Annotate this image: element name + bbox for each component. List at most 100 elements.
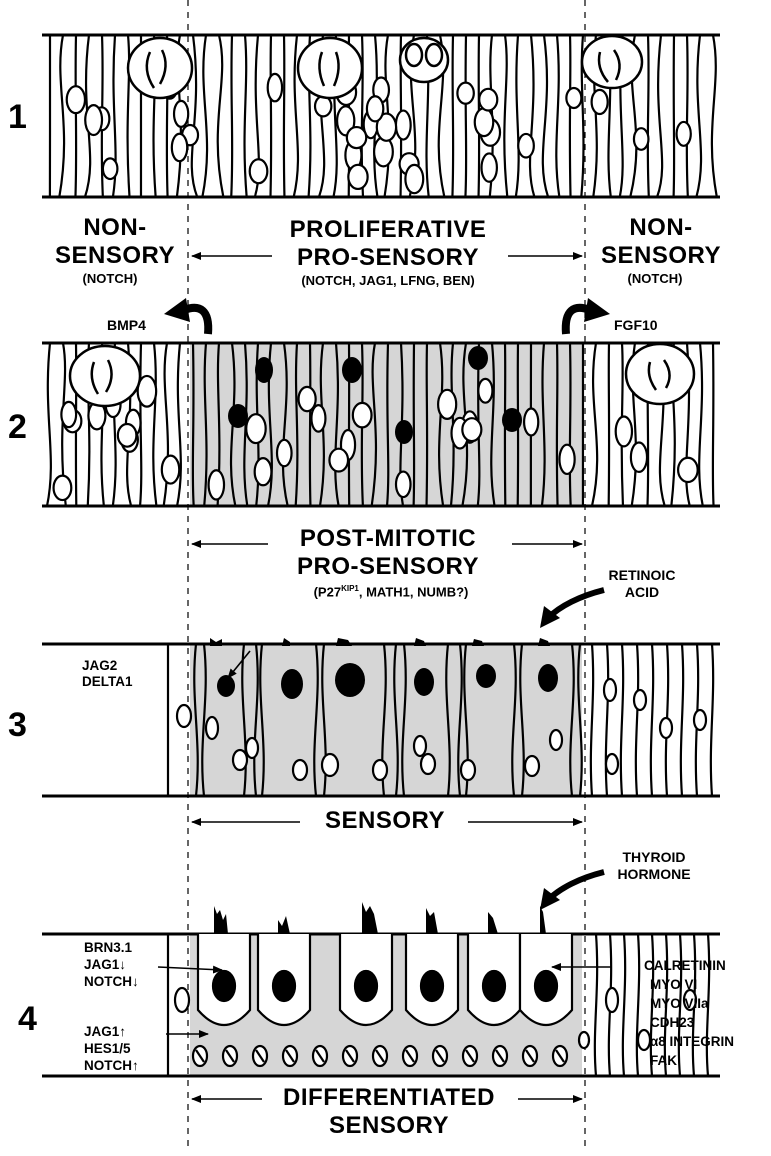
cell-wall [192,35,197,197]
cell-wall [465,35,466,197]
nucleus [479,89,497,111]
nucleus [61,402,76,427]
retinoic-line2: ACID [602,585,682,599]
hair-cell-nucleus [273,971,295,1001]
nucleus [162,456,179,484]
post-mitotic-line1: POST-MITOTIC [270,527,506,551]
cell-wall [621,644,623,796]
nucleus [85,105,102,135]
nucleus [118,424,137,447]
stage-4-epithelium [42,902,720,1076]
right4-item-3: CDH23 [650,1015,694,1031]
cell-wall [699,343,703,506]
cell-wall [296,343,298,506]
cell-wall [648,35,649,197]
nucleus [678,458,698,482]
nucleus [374,137,393,166]
nucleus [329,449,348,472]
cell-wall [387,343,388,506]
cell-wall [557,343,558,506]
right4-item-4: α8 INTEGRIN [650,1034,734,1050]
nucleus [606,754,618,774]
nucleus [524,409,538,436]
fgf10-arrow [566,298,610,334]
left4b-item-0: JAG1↑ [84,1024,126,1040]
nucleus [604,679,616,701]
cell-wall [427,343,428,506]
post-mitotic-sub: (P27KIP1, MATH1, NUMB?) [266,585,516,598]
stage-number-2: 2 [8,408,27,447]
nucleus [67,86,85,113]
nucleus [550,730,562,750]
nucleus [660,718,672,738]
nucleus [299,387,316,411]
stage-2-epithelium [42,343,720,506]
right4-item-5: FAK [650,1053,677,1069]
stage-number-3: 3 [8,706,27,745]
proliferative-line1: PROLIFERATIVE [270,218,506,242]
left4-item-1: JAG1↓ [84,957,126,973]
differentiated-line2: SENSORY [264,1114,514,1138]
nucleus [616,416,632,446]
retinoic-line1: RETINOIC [602,568,682,582]
sensory-label: SENSORY [300,809,470,833]
cell-wall [681,644,683,796]
cell-wall [623,934,625,1076]
retinoic-acid-arrow [540,590,604,628]
bmp4-label: BMP4 [107,318,146,332]
nucleus [421,754,435,774]
nucleus [311,405,325,432]
thyroid-line2: HORMONE [604,867,704,881]
nucleus [559,445,574,474]
non-sensory-left-line2: SENSORY [55,244,175,268]
nucleus [606,988,618,1012]
non-sensory-left-sub: (NOTCH) [55,272,165,285]
right4-item-2: MYO VIIa [650,996,709,1012]
nucleus [348,165,367,189]
cell-wall [245,35,247,197]
cell-wall [595,934,597,1076]
nucleus [438,390,456,419]
nucleus [367,96,383,121]
cell-wall [452,35,453,197]
cell-wall [543,35,548,197]
left4b-item-1: HES1/5 [84,1041,131,1057]
cell-wall [310,343,311,506]
nucleus [405,165,423,193]
cell-wall [687,35,688,197]
nucleus [592,90,608,114]
nucleus [347,127,366,148]
cell-wall [637,934,639,1076]
nucleus [322,754,338,776]
stage-1-epithelium [42,35,720,197]
nucleus [277,440,292,466]
cell-wall [294,35,298,197]
cell-wall [674,35,675,197]
non-sensory-right-line1: NON- [596,216,726,240]
nucleus [373,760,387,780]
cell-wall [636,644,638,796]
cell-wall [556,35,559,197]
non-sensory-right-line2: SENSORY [596,244,726,268]
cell-wall [231,35,232,197]
cell-wall [284,35,285,197]
stage-number-1: 1 [8,98,27,137]
nucleus [457,83,473,104]
hair-cell-nucleus [483,971,505,1001]
right4-item-0: CALRETININ [644,958,726,974]
non-sensory-left-line1: NON- [55,216,175,240]
nucleus [634,128,649,150]
cell-wall [270,35,271,197]
cell-wall [218,35,224,197]
nucleus [177,705,191,727]
hair-cell-nucleus [355,971,377,1001]
nucleus [634,690,646,710]
right4-item-1: MYO VI [650,977,697,993]
nucleus [638,1030,650,1050]
cell-wall [606,644,608,796]
nucleus [268,74,282,101]
cell-wall [711,644,713,796]
nucleus [525,756,539,776]
nucleus [353,403,372,428]
